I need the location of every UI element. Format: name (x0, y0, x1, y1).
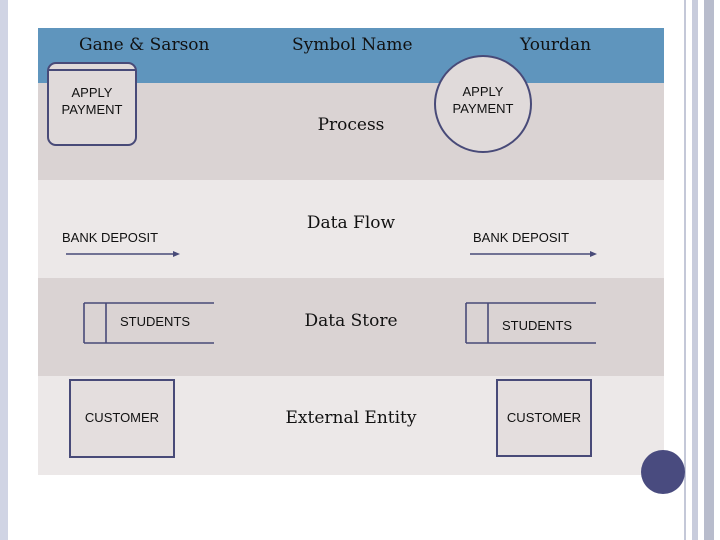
page-border-right (692, 0, 698, 540)
gs-process-label: APPLY PAYMENT (61, 85, 123, 117)
yourdan-data-flow-label: BANK DEPOSIT (473, 230, 570, 245)
page-border-right (684, 0, 686, 540)
gs-external-entity-label: CUSTOMER (84, 410, 160, 425)
symbol-name-data-store: Data Store (304, 311, 398, 331)
header-yourdan: Yourdan (520, 35, 592, 55)
symbol-name-data-flow: Data Flow (306, 213, 396, 233)
yourdan-external-entity-label: CUSTOMER (506, 410, 582, 425)
process-row (38, 83, 664, 180)
process-divider (49, 69, 135, 71)
header-row (38, 28, 664, 83)
data-flow-row (38, 180, 664, 278)
yourdan-process-symbol: APPLY PAYMENT (434, 55, 532, 153)
yourdan-data-store-label: STUDENTS (502, 318, 573, 333)
gs-external-entity-symbol: CUSTOMER (69, 379, 175, 458)
yourdan-data-flow-arrowhead (590, 251, 597, 257)
gs-data-store-label: STUDENTS (120, 314, 191, 329)
decorative-circle (641, 450, 685, 494)
gs-data-flow-label: BANK DEPOSIT (62, 230, 159, 245)
header-gane-sarson: Gane & Sarson (79, 35, 210, 55)
page-border-right (704, 0, 714, 540)
symbol-name-external-entity: External Entity (285, 408, 417, 428)
yourdan-process-label: APPLY PAYMENT (452, 84, 514, 116)
header-symbol-name: Symbol Name (292, 35, 413, 55)
gs-data-flow-arrowhead (173, 251, 180, 257)
symbol-name-process: Process (317, 115, 385, 135)
data-store-row (38, 278, 664, 376)
gs-process-symbol: APPLY PAYMENT (47, 62, 137, 146)
page-border-left (0, 0, 8, 540)
yourdan-external-entity-symbol: CUSTOMER (496, 379, 592, 457)
